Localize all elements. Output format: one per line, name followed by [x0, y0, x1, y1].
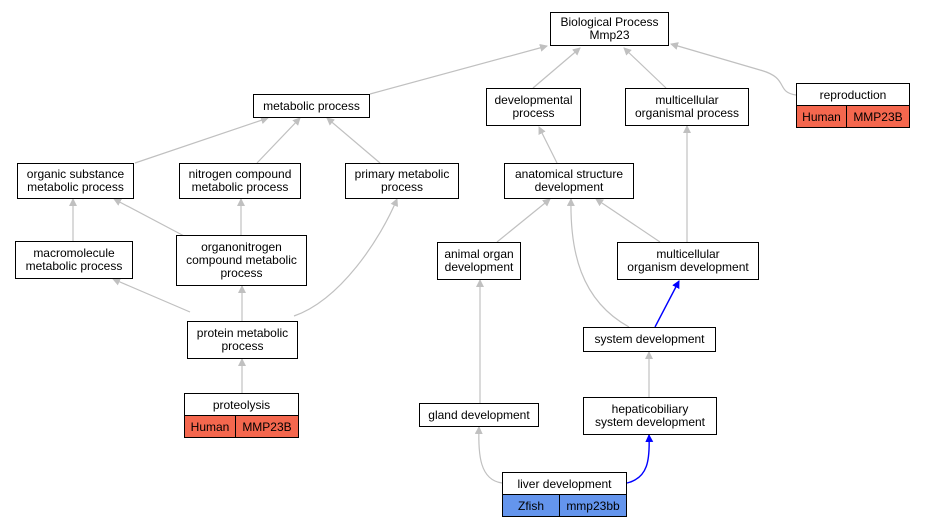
edge-organonitrogen-organic — [113, 198, 187, 238]
edge-anatomical-developmental — [538, 126, 558, 164]
node-nitrogen-compound-metabolic[interactable]: nitrogen compound metabolic process — [179, 163, 301, 199]
edge-reproduction-root — [670, 42, 797, 96]
edge-systemdev-anatomical — [566, 198, 630, 328]
gene-cell: MMP23B — [847, 106, 909, 127]
node-anatomical-structure-development[interactable]: anatomical structure development — [504, 163, 634, 199]
edge-nitrogen-metabolic — [256, 117, 301, 164]
node-proteolysis[interactable]: proteolysis Human MMP23B — [184, 393, 299, 438]
node-system-development[interactable]: system development — [583, 327, 716, 352]
node-multicellular-organism-development[interactable]: multicellular organism development — [617, 242, 759, 280]
edge-multiorgproc-root — [623, 47, 667, 89]
node-developmental-process[interactable]: developmental process — [486, 88, 581, 126]
node-macromolecule-metabolic[interactable]: macromolecule metabolic process — [15, 241, 133, 279]
edge-liver-gland — [474, 426, 503, 484]
edge-organic-metabolic — [134, 116, 269, 164]
edge-multidev-anatomical — [595, 198, 661, 243]
edge-developmental-root — [532, 47, 581, 89]
node-primary-metabolic[interactable]: primary metabolic process — [345, 163, 459, 199]
edge-metabolic-root — [369, 43, 548, 95]
species-cell: Human — [185, 416, 236, 437]
node-liver-title: liver development — [503, 473, 626, 495]
node-hepaticobiliary-system-development[interactable]: hepaticobiliary system development — [583, 397, 717, 435]
node-metabolic-process[interactable]: metabolic process — [253, 94, 370, 118]
species-cell: Human — [797, 106, 847, 127]
species-cell: Zfish — [503, 495, 560, 516]
node-root[interactable]: Biological Process Mmp23 — [550, 12, 669, 46]
gene-cell: mmp23bb — [560, 495, 626, 516]
edge-primary-metabolic — [326, 117, 381, 164]
node-gland-development[interactable]: gland development — [419, 403, 539, 427]
edge-protein-macromolecule — [112, 278, 191, 313]
node-reproduction[interactable]: reproduction Human MMP23B — [796, 83, 910, 128]
edge-protein-primary — [293, 198, 399, 317]
node-organic-substance-metabolic[interactable]: organic substance metabolic process — [17, 163, 134, 199]
node-protein-metabolic-process[interactable]: protein metabolic process — [187, 321, 298, 359]
edge-animalorgan-anatomical — [496, 198, 551, 243]
edge-systemdev-multidev — [654, 280, 680, 328]
node-liver-development[interactable]: liver development Zfish mmp23bb — [502, 472, 627, 517]
node-proteolysis-title: proteolysis — [185, 394, 298, 416]
node-organonitrogen-compound-metabolic[interactable]: organonitrogen compound metabolic proces… — [176, 235, 307, 286]
node-reproduction-title: reproduction — [797, 84, 909, 106]
node-multicellular-organismal-process[interactable]: multicellular organismal process — [625, 88, 749, 126]
gene-cell: MMP23B — [236, 416, 298, 437]
edge-liver-hepatic — [626, 434, 654, 484]
node-animal-organ-development[interactable]: animal organ development — [437, 242, 521, 280]
